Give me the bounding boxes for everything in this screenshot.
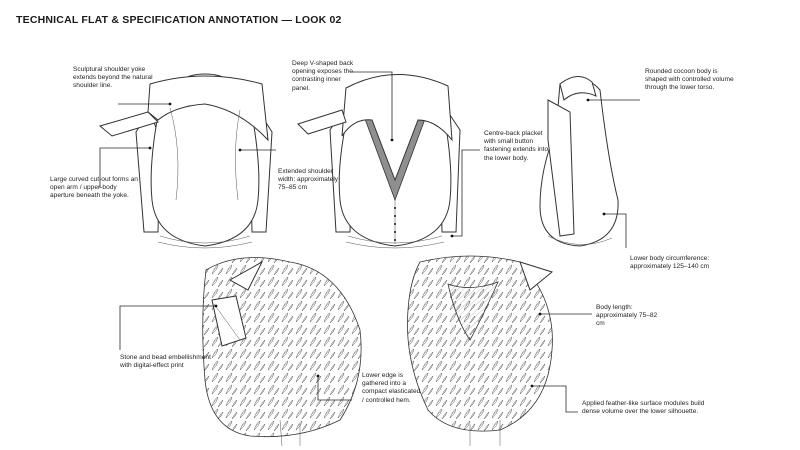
- annotation-embellishment: Stone and bead embellishment with digita…: [120, 354, 211, 370]
- annotation-circumference: Lower body circumference: approximately …: [630, 255, 710, 271]
- flat-front: [98, 73, 273, 249]
- annotation-hem: Lower edge is gathered into a compact el…: [362, 372, 421, 404]
- annotation-back-opening: Deep V-shaped back opening exposes the c…: [292, 60, 354, 92]
- annotation-feathers: Applied feather-like surface modules bui…: [582, 400, 705, 416]
- annotation-yoke: Sculptural shoulder yoke extends beyond …: [73, 66, 153, 90]
- callout-lines: [99, 71, 640, 413]
- flat-side: [539, 76, 619, 247]
- page-title: TECHNICAL FLAT & SPECIFICATION ANNOTATIO…: [16, 14, 342, 26]
- feather-render-side: [202, 257, 362, 447]
- render-side-strap: [211, 295, 247, 347]
- front-yoke-brim: [98, 111, 159, 137]
- annotation-body-length: Body length: approximately 75–82 cm: [596, 304, 658, 328]
- annotation-placket: Centre-back placket with small button fa…: [484, 130, 549, 162]
- annotation-cocoon: Rounded cocoon body is shaped with contr…: [645, 68, 734, 92]
- back-yoke-brim: [297, 109, 347, 135]
- flat-back: [297, 74, 461, 249]
- annotation-cutout: Large curved cut-out forms an open arm /…: [50, 176, 138, 200]
- side-collar: [559, 76, 597, 101]
- back-yoke: [341, 74, 453, 182]
- feather-render-back: [407, 255, 554, 446]
- side-sleeve: [547, 99, 575, 237]
- annotation-shoulder-width: Extended shoulder width: approximately 7…: [278, 168, 339, 192]
- front-yoke: [147, 75, 269, 142]
